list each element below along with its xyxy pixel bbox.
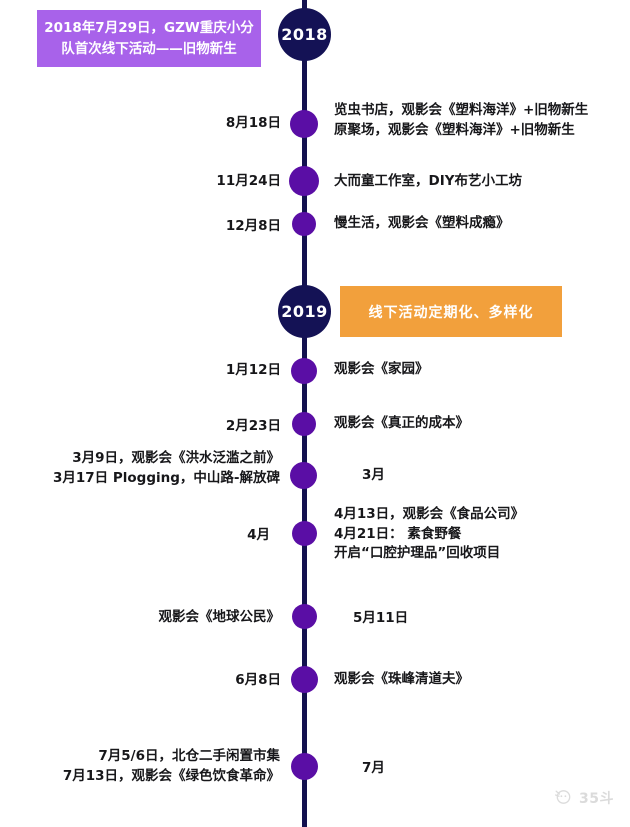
- row-right-text: 慢生活，观影会《塑料成瘾》: [334, 215, 510, 231]
- row-left-text: 3月9日，观影会《洪水泛滥之前》3月17日 Plogging，中山路-解放碑: [52, 450, 280, 486]
- row-left-text: 11月24日: [216, 173, 281, 189]
- year-marker-2018: 2018: [278, 8, 331, 61]
- row-left-text: 2月23日: [225, 418, 281, 434]
- timeline-node[interactable]: [290, 110, 318, 138]
- timeline-node[interactable]: [292, 604, 317, 629]
- year-marker-2019: 2019: [278, 285, 331, 338]
- timeline-node[interactable]: [292, 412, 316, 436]
- year-marker-2018-label: 2018: [281, 25, 328, 44]
- phase-banner-text: 线下活动定期化、多样化: [368, 304, 534, 321]
- timeline-node[interactable]: [292, 212, 316, 236]
- year-marker-2019-label: 2019: [281, 302, 328, 321]
- row-right-text: 观影会《珠峰清道夫》: [334, 671, 469, 687]
- row-left-text: 8月18日: [225, 115, 281, 131]
- timeline-node[interactable]: [291, 358, 317, 384]
- row-left-text: 观影会《地球公民》: [158, 609, 281, 625]
- timeline-node[interactable]: [290, 462, 317, 489]
- row-right-text: 5月11日: [353, 610, 409, 626]
- row-right-text: 4月13日，观影会《食品公司》4月21日： 素食野餐开启“口腔护理品”回收项目: [334, 506, 525, 562]
- row-left-text: 12月8日: [225, 218, 281, 234]
- row-left-text: 6月8日: [235, 672, 281, 688]
- row-right-text: 览虫书店，观影会《塑料海洋》+旧物新生原聚场，观影会《塑料海洋》+旧物新生: [334, 102, 589, 138]
- intro-banner-text: 2018年7月29日，GZW重庆小分队首次线下活动——旧物新生: [44, 20, 254, 57]
- watermark-logo-icon: [553, 786, 573, 810]
- watermark: 35斗: [553, 786, 614, 810]
- row-right-text: 7月: [362, 760, 385, 776]
- phase-banner: 线下活动定期化、多样化: [340, 286, 562, 337]
- intro-banner: 2018年7月29日，GZW重庆小分队首次线下活动——旧物新生: [37, 10, 261, 67]
- row-right-text: 观影会《真正的成本》: [334, 415, 469, 431]
- timeline-node[interactable]: [291, 666, 318, 693]
- timeline-node[interactable]: [291, 753, 318, 780]
- row-right-text: 观影会《家园》: [334, 361, 429, 377]
- watermark-label: 35斗: [579, 791, 614, 807]
- row-left-text: 1月12日: [225, 362, 281, 378]
- timeline-node[interactable]: [289, 166, 319, 196]
- row-right-text: 3月: [362, 467, 385, 483]
- row-left-text: 4月: [247, 527, 270, 543]
- row-right-text: 大而童工作室，DIY布艺小工坊: [334, 173, 523, 189]
- timeline-node[interactable]: [292, 521, 317, 546]
